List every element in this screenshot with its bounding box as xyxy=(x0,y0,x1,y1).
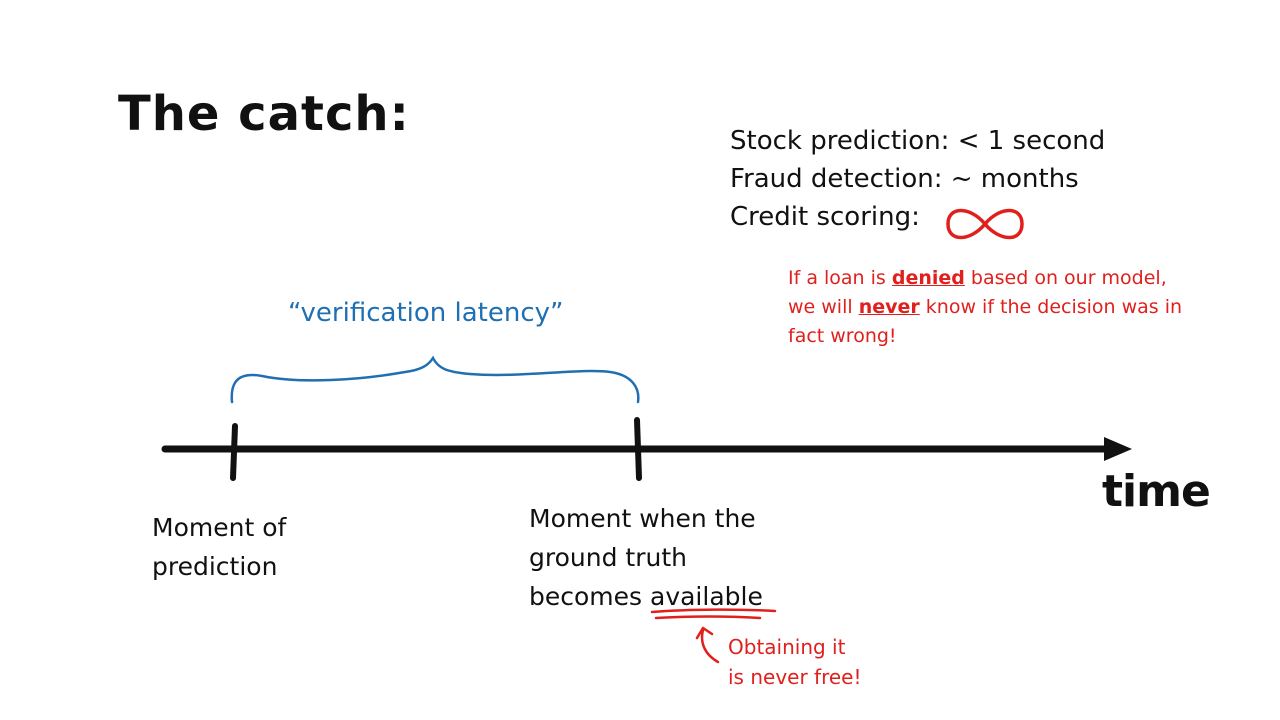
prediction-tick xyxy=(230,423,238,481)
timeline-arrowhead xyxy=(1104,437,1132,461)
ground-truth-tick xyxy=(634,417,642,481)
credit-note-line-2: we will never know if the decision was i… xyxy=(788,296,1183,318)
latency-example-credit: Credit scoring: xyxy=(730,202,920,232)
verification-latency-label: “verification latency” xyxy=(288,298,564,328)
credit-note: If a loan is denied based on our model, … xyxy=(788,264,1182,351)
obtaining-note: Obtaining it is never free! xyxy=(728,635,862,689)
available-underline xyxy=(650,608,777,620)
emphasis-never: never xyxy=(858,296,920,318)
infinity-icon xyxy=(946,208,1024,240)
emphasis-denied: denied xyxy=(891,267,965,289)
credit-note-line-3: fact wrong! xyxy=(788,325,897,347)
verification-latency-bracket xyxy=(230,355,640,404)
credit-note-line-1: If a loan is denied based on our model, xyxy=(788,267,1167,289)
available-word: available xyxy=(650,582,763,611)
slide-title: The catch: xyxy=(118,86,410,142)
latency-example-fraud: Fraud detection: ~ months xyxy=(730,164,1079,194)
ground-truth-caption: Moment when the ground truth becomes ava… xyxy=(529,504,763,611)
latency-example-stock: Stock prediction: < 1 second xyxy=(730,126,1106,156)
moment-of-prediction-caption: Moment of prediction xyxy=(152,513,287,581)
time-axis-label: time xyxy=(1102,466,1211,517)
curved-arrow-icon xyxy=(695,626,720,664)
